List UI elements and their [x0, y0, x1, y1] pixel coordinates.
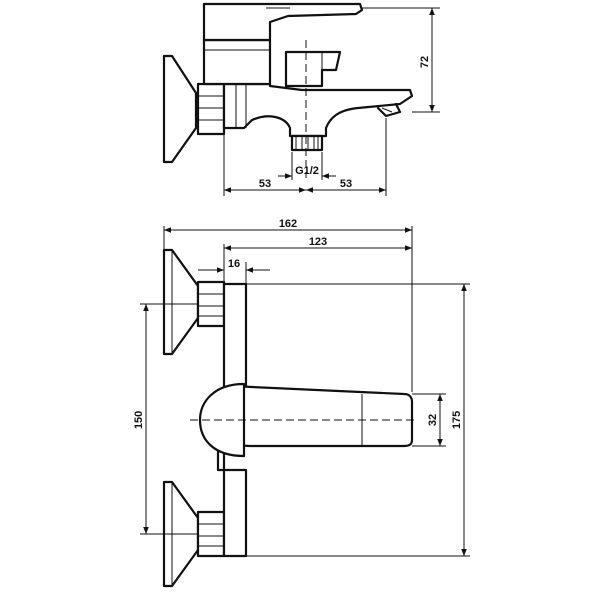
total-width-dim: 162 — [279, 218, 297, 230]
upper-hex-nut — [196, 280, 226, 328]
aerator — [376, 102, 402, 118]
left-offset-dim: 53 — [259, 178, 271, 190]
handle-housing — [202, 38, 272, 86]
faucet-body-side — [222, 82, 414, 138]
centers-dim: 150 — [133, 411, 145, 429]
diverter-knob — [284, 50, 342, 88]
spout-front — [216, 384, 414, 448]
upper-wall-flange — [162, 248, 200, 356]
wall-flange-top — [162, 54, 198, 164]
spout-width-dim: 123 — [309, 236, 327, 248]
side-view: G1/2 53 53 72 — [162, 2, 440, 196]
faucet-body-front — [216, 282, 248, 558]
spout-height-dim: 32 — [427, 414, 439, 426]
hex-nut-top — [196, 82, 226, 136]
lower-hex-nut — [196, 510, 226, 558]
front-view: 162 123 16 175 32 150 — [133, 218, 470, 588]
thread-size-label: G1/2 — [295, 165, 319, 177]
height-dim: 72 — [419, 56, 431, 68]
total-height-dim: 175 — [451, 411, 463, 429]
outlet-thread — [290, 134, 324, 152]
right-offset-dim: 53 — [340, 178, 352, 190]
pipe-offset-dim: 16 — [228, 258, 240, 270]
lever-handle — [202, 2, 364, 42]
